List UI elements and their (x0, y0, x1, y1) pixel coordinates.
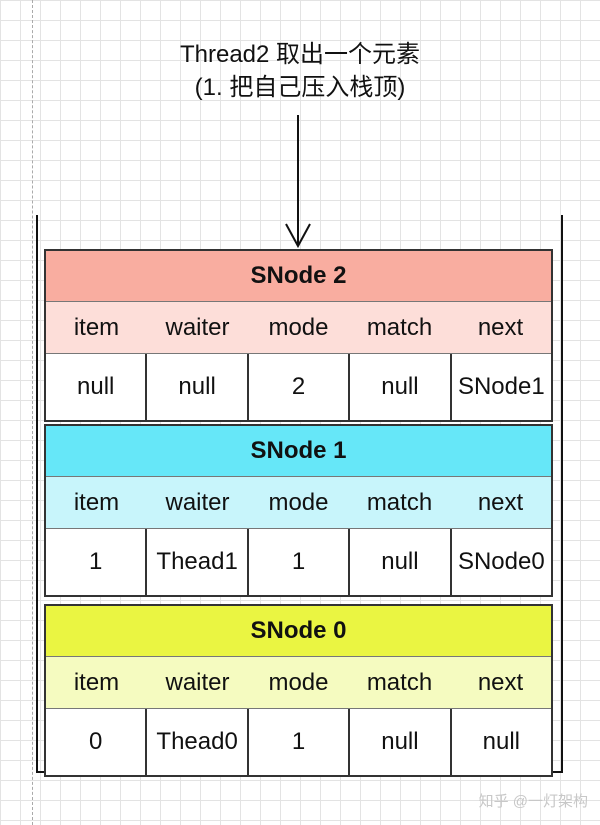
snode-1: SNode 1 item waiter mode match next 1 Th… (44, 424, 553, 597)
node-title: SNode 2 (46, 251, 551, 302)
dashed-guide-line (32, 0, 33, 825)
field-value: null (348, 709, 449, 775)
field-value: SNode0 (449, 529, 551, 595)
field-label: item (73, 488, 120, 516)
snode-0: SNode 0 item waiter mode match next 0 Th… (44, 604, 553, 777)
field-label: mode (268, 488, 329, 516)
node-title: SNode 0 (46, 606, 551, 657)
caption-line-2: (1. 把自己压入栈顶) (194, 74, 406, 101)
stack-right-wall (561, 215, 563, 773)
field-label: next (477, 313, 524, 341)
field-value: 1 (246, 709, 348, 775)
field-header-row: item waiter mode match next (46, 302, 551, 354)
field-value: Thead0 (145, 709, 246, 775)
field-value: 2 (246, 354, 348, 420)
field-value: null (348, 354, 449, 420)
field-value: null (449, 709, 551, 775)
field-value: 1 (246, 529, 348, 595)
field-label: match (366, 488, 433, 516)
field-value: SNode1 (449, 354, 551, 420)
field-value: null (77, 373, 115, 400)
field-header-row: item waiter mode match next (46, 477, 551, 529)
field-label: next (477, 668, 524, 696)
field-label: mode (268, 668, 329, 696)
field-label: waiter (165, 313, 230, 341)
field-label: item (73, 668, 120, 696)
field-value-row: 1 Thead1 1 null SNode0 (46, 529, 551, 595)
field-label: item (73, 313, 120, 341)
field-value-row: 0 Thead0 1 null null (46, 709, 551, 775)
field-value: null (145, 354, 246, 420)
field-value: 0 (89, 728, 103, 755)
field-label: waiter (165, 488, 230, 516)
field-label: next (477, 488, 524, 516)
field-label: match (366, 668, 433, 696)
field-value: null (348, 529, 449, 595)
field-value-row: null null 2 null SNode1 (46, 354, 551, 420)
caption-line-1: Thread2 取出一个元素 (179, 41, 421, 68)
field-header-row: item waiter mode match next (46, 657, 551, 709)
node-title: SNode 1 (46, 426, 551, 477)
field-label: waiter (165, 668, 230, 696)
watermark: 知乎 @一灯架构 (478, 793, 588, 810)
field-value: 1 (89, 548, 103, 575)
stack-left-wall (36, 215, 38, 773)
field-label: match (366, 313, 433, 341)
arrow-head (285, 223, 311, 249)
snode-2: SNode 2 item waiter mode match next null… (44, 249, 553, 422)
field-value: Thead1 (145, 529, 246, 595)
field-label: mode (268, 313, 329, 341)
